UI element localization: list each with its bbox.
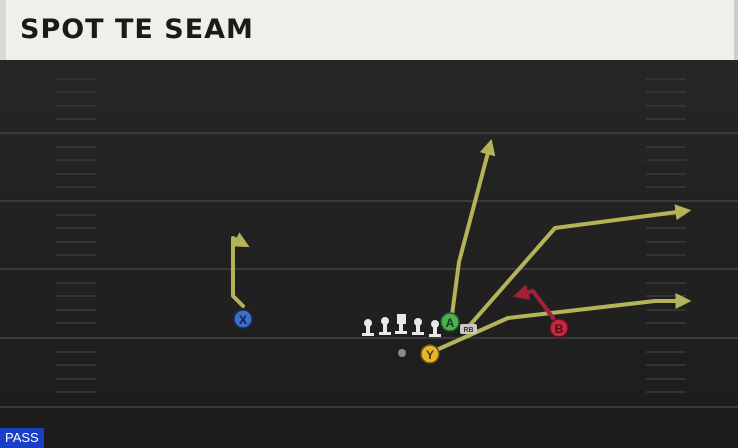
lineman-icon <box>379 317 391 335</box>
a-button-icon: A <box>446 316 455 330</box>
play-field <box>0 60 738 448</box>
svg-text:RB: RB <box>463 327 473 334</box>
route-y <box>430 293 692 354</box>
lineman-icon <box>412 318 424 335</box>
yard-lines <box>0 132 738 408</box>
quarterback-marker <box>398 349 406 357</box>
receiver-x[interactable]: X <box>233 309 253 329</box>
y-button-icon: Y <box>426 348 434 362</box>
receiver-a[interactable]: A <box>440 312 460 332</box>
center-icon <box>395 314 407 334</box>
receiver-b[interactable]: B <box>549 318 569 338</box>
lineman-icon <box>362 319 374 336</box>
play-title: SPOT TE SEAM <box>20 14 254 45</box>
route-x <box>231 232 250 308</box>
header-accent <box>0 0 6 60</box>
route-b <box>512 284 558 324</box>
b-button-icon: B <box>555 322 564 336</box>
x-button-icon: X <box>239 313 247 327</box>
header-edge <box>734 0 738 60</box>
play-type-badge: PASS <box>0 428 44 448</box>
route-a <box>450 138 496 317</box>
play-header: SPOT TE SEAM <box>0 0 738 60</box>
offensive-line <box>362 314 441 337</box>
running-back-tag: RB <box>460 324 477 334</box>
route-rb <box>468 204 692 327</box>
hash-marks <box>56 78 686 393</box>
receiver-y[interactable]: Y <box>420 344 440 364</box>
lineman-icon <box>429 320 441 337</box>
